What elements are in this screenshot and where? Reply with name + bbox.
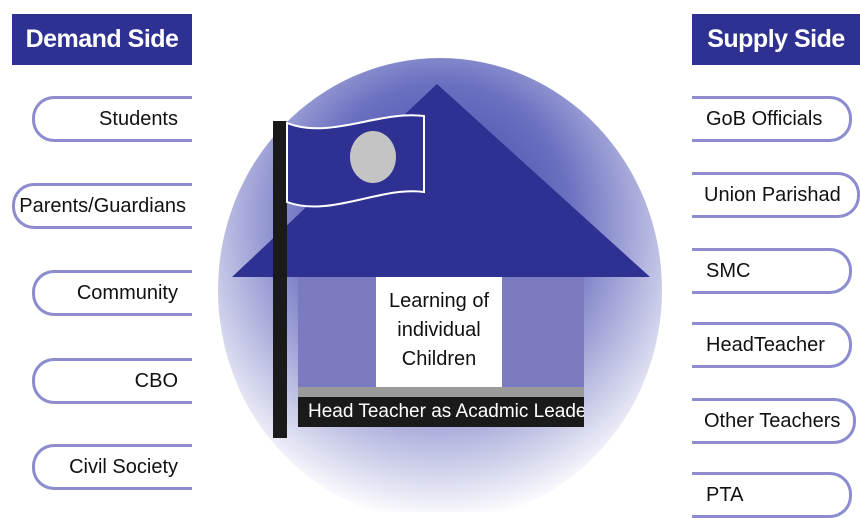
demand-item-cbo: CBO — [32, 358, 192, 404]
supply-item-smc: SMC — [692, 248, 852, 294]
house-roof — [232, 84, 650, 277]
learning-line-2: individual — [397, 319, 481, 341]
learning-label: Learning of individual Children — [376, 287, 502, 374]
supply-side-header: Supply Side — [692, 14, 860, 65]
learning-line-1: Learning of — [388, 290, 490, 312]
supply-item-other-teachers: Other Teachers — [692, 398, 856, 444]
flag-pole — [273, 121, 287, 438]
supply-item-headteacher: HeadTeacher — [692, 322, 852, 368]
supply-item-pta: PTA — [692, 472, 852, 518]
center-panel — [376, 277, 502, 387]
supply-item-gob-officials: GoB Officials — [692, 96, 852, 142]
gray-strip — [298, 387, 584, 397]
demand-side-header: Demand Side — [12, 14, 192, 65]
leader-bar — [298, 397, 584, 427]
demand-item-community: Community — [32, 270, 192, 316]
demand-item-parents-guardians: Parents/Guardians — [12, 183, 192, 229]
learning-line-3: Children — [401, 348, 477, 370]
demand-item-students: Students — [32, 96, 192, 142]
supply-item-union-parishad: Union Parishad — [692, 172, 860, 218]
demand-item-civil-society: Civil Society — [32, 444, 192, 490]
leader-caption: Head Teacher as Acadmic Leader — [308, 401, 584, 422]
flag-emblem — [350, 131, 396, 183]
